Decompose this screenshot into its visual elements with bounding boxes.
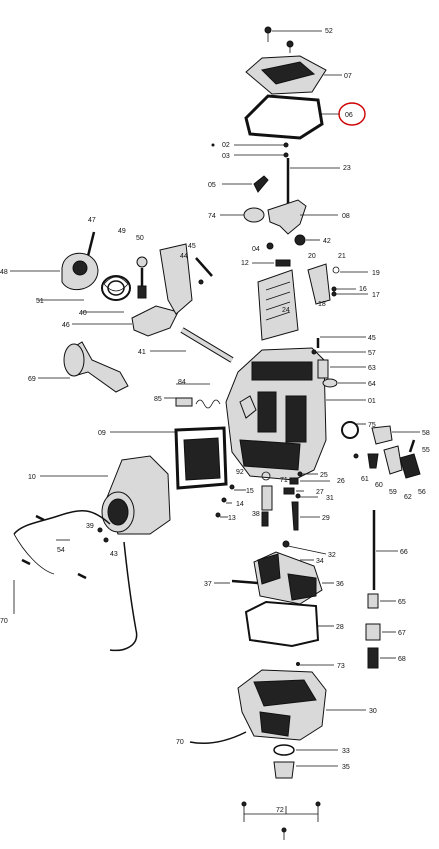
- callout-label: 73: [337, 663, 345, 670]
- callout-label: 31: [326, 495, 334, 502]
- callout-label: 74: [208, 213, 216, 220]
- callout-label: 70: [0, 618, 8, 625]
- callout-label: 07: [344, 73, 352, 80]
- callout-label: 41: [138, 349, 146, 356]
- callout-label: 35: [342, 764, 350, 771]
- callout-label: 37: [204, 581, 212, 588]
- callout-label: 13: [228, 515, 236, 522]
- callout-label: 75: [368, 422, 376, 429]
- callout-label: 70: [176, 739, 184, 746]
- callout-label: 14: [236, 501, 244, 508]
- callout-label: 50: [136, 235, 144, 242]
- callout-label: 44: [180, 253, 188, 260]
- callout-label: 43: [110, 551, 118, 558]
- callout-label: 02: [222, 142, 230, 149]
- callout-label: 29: [322, 515, 330, 522]
- callout-label: 51: [36, 298, 44, 305]
- callout-label: 23: [343, 165, 351, 172]
- callout-label: 10: [28, 474, 36, 481]
- callout-label: 54: [57, 547, 65, 554]
- body-gasket: [174, 426, 228, 490]
- callout-label: 30: [369, 708, 377, 715]
- callout-label: 71: [280, 477, 288, 484]
- top-screw: [264, 26, 294, 53]
- callout-label: 60: [375, 482, 383, 489]
- callout-label: 63: [368, 365, 376, 372]
- top-cover-inner: [260, 61, 316, 85]
- callout-label: 21: [338, 253, 346, 260]
- callout-label: 55: [422, 447, 430, 454]
- highlight-circle: [338, 102, 366, 126]
- choke-lever: [131, 305, 179, 337]
- callout-label: 59: [389, 489, 397, 496]
- callout-label: 04: [252, 246, 260, 253]
- callout-label: 16: [359, 286, 367, 293]
- callout-label: 72: [276, 807, 284, 814]
- callout-label: 56: [418, 489, 426, 496]
- bowl-gasket: [244, 600, 320, 648]
- callout-label: 45: [188, 243, 196, 250]
- callout-label: 36: [336, 581, 344, 588]
- clip: [253, 175, 269, 193]
- callout-label: 09: [98, 430, 106, 437]
- callout-label: 47: [88, 217, 96, 224]
- callout-label: 05: [208, 182, 216, 189]
- callout-label: 84: [178, 379, 186, 386]
- callout-label: 42: [323, 238, 331, 245]
- callout-label: 26: [337, 478, 345, 485]
- callout-label: 46: [62, 322, 70, 329]
- spacer: [275, 259, 291, 267]
- callout-label: 20: [308, 253, 316, 260]
- callout-label: 64: [368, 381, 376, 388]
- callout-label: 27: [316, 489, 324, 496]
- cover-gasket: [244, 94, 324, 140]
- callout-label: 08: [342, 213, 350, 220]
- callout-label: 18: [318, 301, 326, 308]
- throttle-lever: [267, 199, 307, 235]
- callout-label: 38: [252, 511, 260, 518]
- callout-label: 25: [320, 472, 328, 479]
- accel-pump-cover: [399, 453, 421, 479]
- callout-label: 17: [372, 292, 380, 299]
- callout-label: 28: [336, 624, 344, 631]
- drain-plug: [273, 761, 295, 779]
- callout-label: 45: [368, 335, 376, 342]
- callout-label: 32: [328, 552, 336, 559]
- callout-label: 19: [372, 270, 380, 277]
- link-plate: [307, 263, 331, 305]
- callout-label: 52: [325, 28, 333, 35]
- callout-label: 49: [118, 228, 126, 235]
- callout-labels: 52 07 06 02 03 23 05 74 08 42 04 12 20 2…: [0, 28, 430, 814]
- callout-label: 03: [222, 153, 230, 160]
- callout-label: 58: [422, 430, 430, 437]
- choke-bracket: [159, 243, 193, 315]
- callout-label: 85: [154, 396, 162, 403]
- callout-label: 15: [246, 488, 254, 495]
- callout-label: 61: [361, 476, 369, 483]
- callout-label: 92: [236, 469, 244, 476]
- callout-label: 57: [368, 350, 376, 357]
- callout-label: 06: [345, 112, 353, 119]
- callout-label: 68: [398, 656, 406, 663]
- callout-label: 33: [342, 748, 350, 755]
- slide-plate: [257, 269, 299, 341]
- callout-label: 24: [282, 307, 290, 314]
- callout-label: 40: [79, 310, 87, 317]
- callout-label: 34: [316, 558, 324, 565]
- callout-label: 39: [86, 523, 94, 530]
- callout-label: 48: [0, 269, 8, 276]
- callout-label: 62: [404, 494, 412, 501]
- callout-label: 67: [398, 630, 406, 637]
- callout-label: 69: [28, 376, 36, 383]
- callout-label: 66: [400, 549, 408, 556]
- callout-label: 65: [398, 599, 406, 606]
- callout-label: 12: [241, 260, 249, 267]
- callout-label: 01: [368, 398, 376, 405]
